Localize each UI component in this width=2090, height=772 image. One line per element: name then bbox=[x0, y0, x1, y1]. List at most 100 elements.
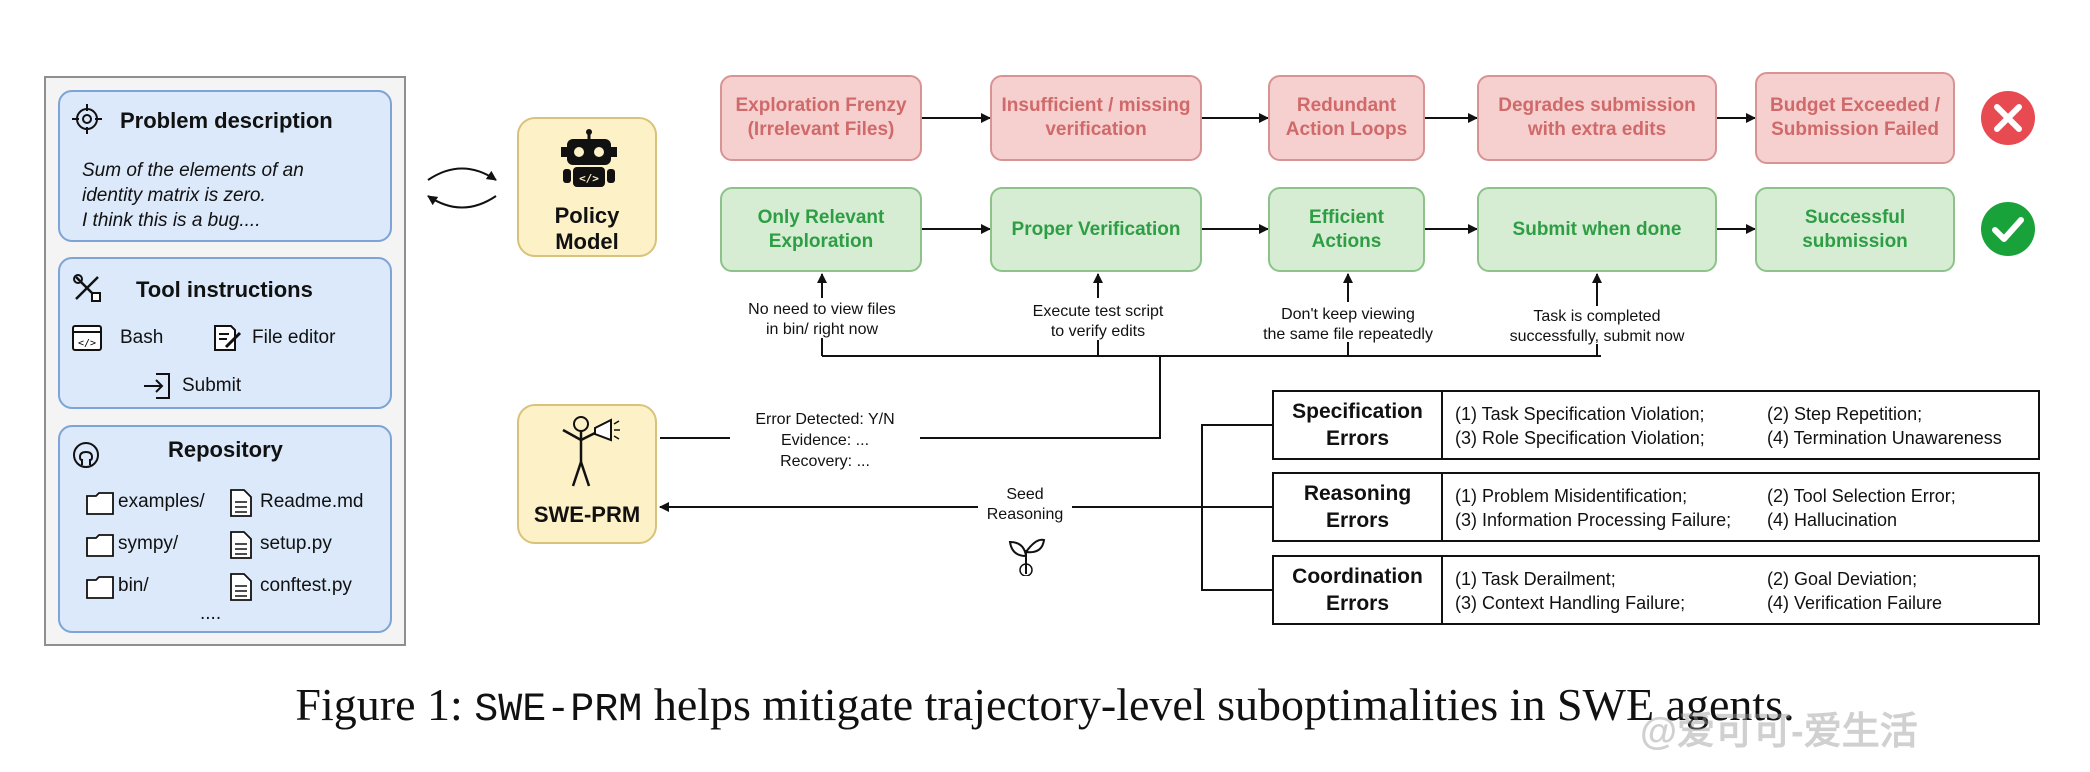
good-step-box: Only Relevant Exploration bbox=[720, 187, 922, 272]
seed-reasoning-label: Seed Reasoning bbox=[980, 485, 1070, 525]
prm-output-line: Evidence: ... bbox=[780, 432, 870, 449]
cycle-arrow-bottom bbox=[427, 195, 497, 209]
bad-step-box: Budget Exceeded / Submission Failed bbox=[1755, 72, 1955, 164]
target-icon bbox=[72, 104, 102, 134]
robot-icon: </> bbox=[561, 129, 617, 187]
svg-text:</>: </> bbox=[579, 172, 599, 185]
error-table-header: Reasoning Errors bbox=[1274, 474, 1443, 540]
folder-label: sympy/ bbox=[118, 533, 179, 554]
feedback-note: Execute test script to verify edits bbox=[988, 302, 1208, 342]
coach-megaphone-icon bbox=[562, 416, 620, 487]
bad-step-box: Degrades submission with extra edits bbox=[1477, 75, 1717, 161]
sprout-icon bbox=[1008, 538, 1046, 576]
good-step-box: Successful submission bbox=[1755, 187, 1955, 272]
error-item: (2) Goal Deviation; bbox=[1767, 569, 1918, 589]
tool-file-editor-label: File editor bbox=[252, 327, 336, 348]
file-icon bbox=[230, 489, 252, 517]
feedback-note-line: Don't keep viewing bbox=[1281, 306, 1415, 323]
swe-prm-box: SWE-PRM bbox=[517, 404, 657, 544]
error-item: (4) Termination Unawareness bbox=[1767, 428, 2002, 448]
caption-model-name: SWE-PRM bbox=[474, 688, 643, 733]
bad-step-box: Insufficient / missing verification bbox=[990, 75, 1202, 161]
file-icon bbox=[230, 531, 252, 559]
problem-text-line: identity matrix is zero. bbox=[82, 185, 266, 206]
repository-card: Repository examples/ sympy/ bin/ Readme.… bbox=[58, 425, 392, 633]
more-files-ellipsis: .... bbox=[200, 603, 222, 624]
error-item: (3) Information Processing Failure; bbox=[1455, 510, 1732, 530]
error-item: (3) Context Handling Failure; bbox=[1455, 593, 1686, 613]
error-item: (4) Verification Failure bbox=[1767, 593, 1943, 613]
feedback-note-line: Execute test script bbox=[1032, 303, 1164, 320]
error-table-coordination: Coordination Errors (1) Task Derailment;… bbox=[1272, 555, 2040, 625]
error-item: (1) Task Derailment; bbox=[1455, 569, 1616, 589]
feedback-note: No need to view files in bin/ right now bbox=[712, 300, 932, 340]
repository-title: Repository bbox=[168, 437, 283, 462]
feedback-note-line: to verify edits bbox=[1050, 323, 1146, 340]
edit-file-icon bbox=[214, 325, 242, 351]
problem-text: Sum of the elements of an identity matri… bbox=[82, 158, 304, 233]
problem-text-line: I think this is a bug.... bbox=[82, 210, 261, 231]
submit-icon bbox=[144, 373, 170, 399]
good-step-box: Proper Verification bbox=[990, 187, 1202, 272]
problem-description-title: Problem description bbox=[120, 108, 333, 133]
tool-bash-label: Bash bbox=[120, 327, 164, 348]
terminal-icon: </> bbox=[72, 325, 102, 351]
error-item: (3) Role Specification Violation; bbox=[1455, 428, 1705, 448]
watermark: @爱可可-爱生活 bbox=[1640, 711, 1918, 753]
figure-caption: Figure 1: SWE-PRM helps mitigate traject… bbox=[0, 678, 2090, 733]
policy-label-line: Model bbox=[555, 229, 619, 254]
feedback-note-line: in bin/ right now bbox=[765, 321, 879, 338]
bad-step-box: Exploration Frenzy (Irrelevant Files) bbox=[720, 75, 922, 161]
bad-step-box: Redundant Action Loops bbox=[1268, 75, 1425, 161]
caption-prefix: Figure 1: bbox=[295, 679, 475, 730]
policy-label-line: Policy bbox=[554, 203, 620, 228]
cross-icon bbox=[1981, 91, 2035, 145]
policy-model-label: Policy Model bbox=[519, 203, 655, 255]
github-icon bbox=[73, 442, 99, 468]
tool-submit-label: Submit bbox=[182, 375, 242, 396]
folder-label: examples/ bbox=[118, 491, 205, 512]
svg-text:</>: </> bbox=[78, 338, 96, 349]
error-table-reasoning: Reasoning Errors (1) Problem Misidentifi… bbox=[1272, 472, 2040, 542]
folder-label: bin/ bbox=[118, 575, 149, 596]
prm-output-line: Error Detected: Y/N bbox=[755, 411, 895, 428]
problem-text-line: Sum of the elements of an bbox=[82, 160, 304, 181]
prm-output-text: Error Detected: Y/N Evidence: ... Recove… bbox=[730, 409, 920, 472]
caption-suffix: helps mitigate trajectory-level suboptim… bbox=[642, 679, 1795, 730]
folder-icon bbox=[86, 534, 114, 557]
feedback-note-line: the same file repeatedly bbox=[1263, 326, 1433, 343]
feedback-note-line: Task is completed bbox=[1533, 308, 1661, 325]
folder-icon bbox=[86, 492, 114, 515]
error-table-header: Coordination Errors bbox=[1274, 557, 1443, 623]
folder-icon bbox=[86, 576, 114, 599]
error-item: (1) Task Specification Violation; bbox=[1455, 404, 1705, 424]
feedback-note: Task is completed successfully, submit n… bbox=[1472, 307, 1722, 347]
problem-description-card: Problem description Sum of the elements … bbox=[58, 90, 392, 242]
seed-label-line: Seed bbox=[1006, 486, 1044, 503]
tool-instructions-card: Tool instructions </> Bash File editor S… bbox=[58, 257, 392, 409]
good-step-box: Efficient Actions bbox=[1268, 187, 1425, 272]
error-item: (4) Hallucination bbox=[1767, 510, 1898, 530]
error-item: (2) Tool Selection Error; bbox=[1767, 486, 1956, 506]
error-table-header: Specification Errors bbox=[1274, 392, 1443, 458]
tools-icon bbox=[73, 274, 101, 302]
check-icon bbox=[1981, 202, 2035, 256]
feedback-note-line: No need to view files bbox=[748, 301, 896, 318]
policy-model-box: </> Policy Model bbox=[517, 117, 657, 257]
cycle-arrow-top bbox=[427, 167, 497, 181]
prm-output-line: Recovery: ... bbox=[780, 453, 870, 470]
error-table-body: (1) Problem Misidentification; (2) Tool … bbox=[1443, 474, 2038, 540]
error-item: (1) Problem Misidentification; bbox=[1455, 486, 1688, 506]
feedback-note: Don't keep viewing the same file repeate… bbox=[1223, 305, 1473, 345]
seed-label-line: Reasoning bbox=[986, 506, 1064, 523]
good-step-box: Submit when done bbox=[1477, 187, 1717, 272]
feedback-note-line: successfully, submit now bbox=[1509, 328, 1685, 345]
file-label: Readme.md bbox=[260, 491, 364, 512]
file-icon bbox=[230, 573, 252, 601]
tool-instructions-title: Tool instructions bbox=[136, 277, 313, 302]
file-label: setup.py bbox=[260, 533, 332, 554]
error-item: (2) Step Repetition; bbox=[1767, 404, 1923, 424]
file-label: conftest.py bbox=[260, 575, 352, 596]
swe-prm-label: SWE-PRM bbox=[533, 502, 641, 527]
